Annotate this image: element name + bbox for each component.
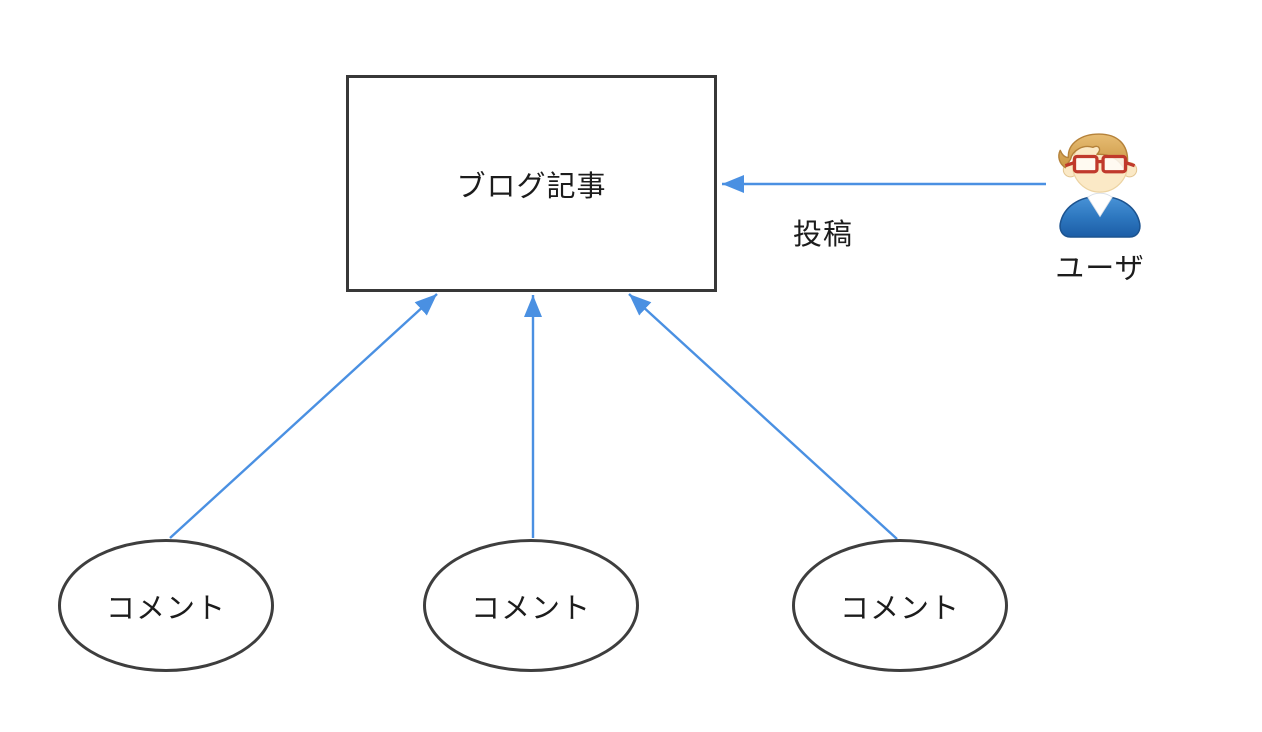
node-comment-3[interactable]: コメント [792, 539, 1008, 672]
node-comment-2-label: コメント [470, 592, 591, 625]
edge-comment1-to-blog[interactable] [169, 293, 438, 539]
node-comment-3-label: コメント [839, 592, 960, 625]
node-comment-1-label: コメント [105, 592, 226, 625]
node-comment-1[interactable]: コメント [58, 539, 274, 672]
node-user[interactable]: ユーザ [1030, 131, 1170, 287]
node-user-label: ユーザ [1055, 253, 1145, 285]
edge-label-post[interactable]: 投稿 [793, 219, 854, 251]
user-person-icon [1058, 133, 1141, 238]
node-blog-post[interactable]: ブログ記事 [346, 75, 717, 292]
edge-comment3-to-blog[interactable] [628, 293, 898, 540]
node-blog-post-label: ブログ記事 [456, 170, 607, 203]
node-comment-2[interactable]: コメント [423, 539, 639, 672]
